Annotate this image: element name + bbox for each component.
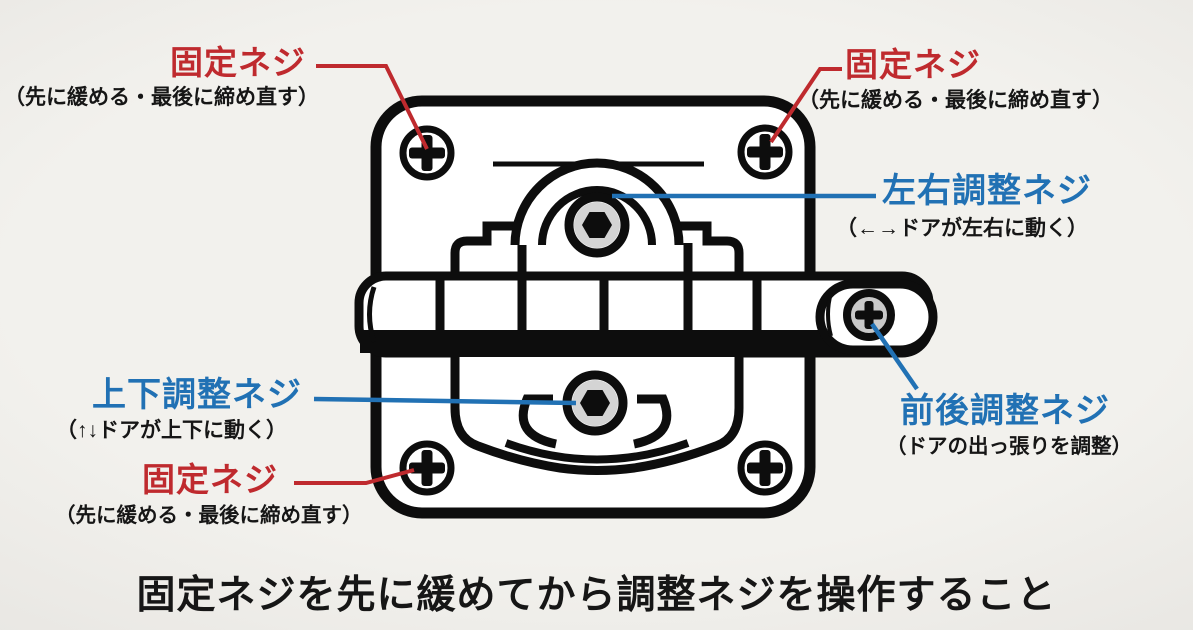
label-fb-adjust-title: 前後調整ネジ: [900, 392, 1110, 430]
fixing-phillips-screw-top-right-icon: [737, 124, 793, 180]
fixing-phillips-screw-top-left-icon: [399, 125, 455, 181]
label-lr-adjust-note: （←→ドアが左右に動く）: [836, 217, 1088, 240]
barrel-knuckle-divisions: [435, 276, 762, 330]
bottom-caption: 固定ネジを先に緩めてから調整ネジを操作すること: [136, 574, 1057, 617]
phillips-screw-bottom-right-icon: [737, 440, 793, 496]
hinge-barrel: [354, 271, 934, 358]
label-fixing-top-left-title: 固定ネジ: [170, 44, 306, 81]
label-fixing-bottom-left-title: 固定ネジ: [142, 461, 278, 498]
left-right-hex-adjustment-screw-icon: [564, 192, 630, 258]
leader-fixing-top-left: [316, 64, 429, 150]
label-ud-adjust-note: （↑↓ドアが上下に動く）: [56, 419, 287, 442]
leader-fixing-top-right: [769, 67, 842, 144]
leader-fixing-bottom-left: [294, 468, 415, 485]
barrel-left-cap-line: [367, 286, 377, 343]
barrel-pin-band: [360, 330, 918, 354]
leader-fb-adjust: [870, 322, 919, 391]
leader-ud-adjust: [313, 396, 577, 406]
label-lr-adjust-title: 左右調整ネジ: [882, 172, 1092, 210]
up-down-hex-adjustment-screw-icon: [562, 370, 628, 436]
front-back-phillips-screw-icon: [843, 289, 895, 341]
label-fb-adjust-note: （ドアの出っ張りを調整）: [886, 435, 1132, 458]
lower-right-hook: [632, 394, 672, 449]
fixing-phillips-screw-bottom-left-icon: [399, 440, 455, 496]
upper-cam-housing: [450, 221, 744, 277]
label-ud-adjust-title: 上下調整ネジ: [92, 376, 302, 414]
label-fixing-top-right-title: 固定ネジ: [845, 46, 981, 83]
lower-left-hook: [518, 394, 558, 449]
label-fixing-top-left-note: （先に緩める・最後に締め直す）: [4, 86, 319, 109]
lower-smile-slot: [504, 439, 690, 464]
label-fixing-top-right-note: （先に緩める・最後に締め直す）: [798, 89, 1113, 112]
label-fixing-bottom-left-note: （先に緩める・最後に締め直す）: [55, 504, 363, 527]
front-back-screw-capsule: [815, 279, 938, 355]
